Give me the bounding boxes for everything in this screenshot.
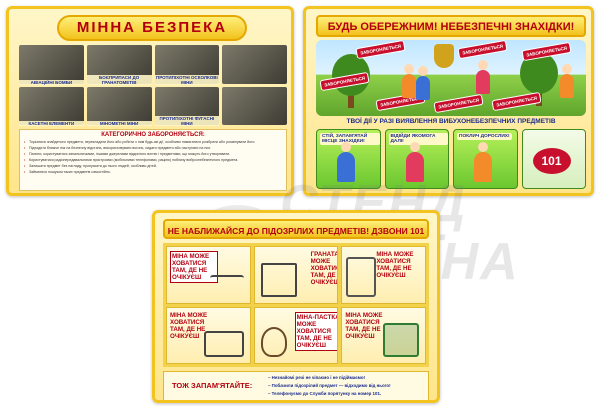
photo-aviation-bombs: АВІАЦІЙНІ БОМБИ <box>19 45 84 85</box>
danger-cell: МІНА МОЖЕ ХОВАТИСЯ ТАМ, ДЕ НЕ ОЧІКУЄШ <box>166 246 251 304</box>
prohibited-item: Займатися пошуком таких предметів самост… <box>24 169 282 175</box>
remember-box: ТОЖ ЗАПАМ'ЯТАЙТЕ: – Незнайомі речі не чі… <box>163 371 429 400</box>
photo-ordnance <box>222 86 287 125</box>
action-card-label: ПОКЛИЧ ДОРОСЛИХ! <box>457 133 512 140</box>
remember-item: – Незнайомі речі не чіпаємо і не підійма… <box>268 375 365 380</box>
emergency-service-emblem <box>434 44 454 68</box>
mine-safety-board: МІННА БЕЗПЕКА АВІАЦІЙНІ БОМБИ БОЄПРИПАСИ… <box>6 6 294 196</box>
action-card-label: ВІДІЙДИ ЯКОМОГА ДАЛІ! <box>388 133 448 145</box>
prohibited-heading: КАТЕГОРИЧНО ЗАБОРОНЯЄТЬСЯ: <box>101 132 205 138</box>
danger-cell-text: МІНА МОЖЕ ХОВАТИСЯ ТАМ, ДЕ НЕ ОЧІКУЄШ <box>345 311 383 340</box>
bench-illustration <box>203 331 244 357</box>
photo-ordnance <box>222 45 287 84</box>
action-card-phone: 101 <box>521 129 586 189</box>
actions-subheading: ТВОЇ ДІЇ У РАЗІ ВИЯВЛЕННЯ ВИБУХОНЕБЕЗПЕЧ… <box>346 118 556 125</box>
photo-caption: ПРОТИПІХОТНІ ФУГАСНІ МІНИ <box>154 116 220 126</box>
tree-trunk <box>348 92 354 108</box>
child-figure <box>416 66 430 100</box>
danger-cell-text: МІНА МОЖЕ ХОВАТИСЯ ТАМ, ДЕ НЕ ОЧІКУЄШ <box>170 311 208 340</box>
dangerous-finds-board: БУДЬ ОБЕРЕЖНИМ! НЕБЕЗПЕЧНІ ЗНАХІДКИ! ЗАБ… <box>303 6 594 196</box>
action-cards: СТІЙ, ЗАПАМ'ЯТАЙ МІСЦЕ ЗНАХІДКИ! ВІДІЙДИ… <box>316 129 586 189</box>
danger-cell-text: МІНА МОЖЕ ХОВАТИСЯ ТАМ, ДЕ НЕ ОЧІКУЄШ <box>376 251 414 279</box>
emergency-number: 101 <box>532 148 571 174</box>
photo-grenade-launcher-ammo: БОЄПРИПАСИ ДО ГРАНАТОМЕТІВ <box>86 45 152 85</box>
danger-cell-text: ГРАНАТА МОЖЕ ХОВАТИСЯ ТАМ, ДЕ НЕ ОЧІКУЄШ <box>310 251 339 286</box>
prohibited-item: Підходити ближче ніж на безпечну відстан… <box>24 145 282 151</box>
teddy-bear-illustration <box>260 327 287 357</box>
child-figure <box>474 142 492 182</box>
prohibited-item: Торкатися знайденого предмета, переклада… <box>24 139 282 145</box>
action-card-label: СТІЙ, ЗАПАМ'ЯТАЙ МІСЦЕ ЗНАХІДКИ! <box>320 133 380 145</box>
bag-illustration <box>382 323 419 357</box>
danger-cell: МІНА-ПАСТКА МОЖЕ ХОВАТИСЯ ТАМ, ДЕ НЕ ОЧІ… <box>253 306 339 364</box>
prohibited-actions-box: КАТЕГОРИЧНО ЗАБОРОНЯЄТЬСЯ: Торкатися зна… <box>19 129 287 191</box>
prohibited-sign: ЗАБОРОНЯЄТЬСЯ <box>491 91 542 112</box>
suspicious-objects-board: НЕ НАБЛИЖАЙСЯ ДО ПІДОЗРІЛИХ ПРЕДМЕТІВ! Д… <box>152 210 440 403</box>
suspicious-objects-title-bar: НЕ НАБЛИЖАЙСЯ ДО ПІДОЗРІЛИХ ПРЕДМЕТІВ! Д… <box>163 219 429 239</box>
prohibited-list: Торкатися знайденого предмета, переклада… <box>24 139 282 175</box>
child-figure <box>560 64 574 98</box>
photo-caption: МІНОМЕТНІ МІНИ <box>86 121 152 126</box>
mine-safety-title-bar: МІННА БЕЗПЕКА <box>57 15 247 41</box>
danger-cell-text: МІНА-ПАСТКА МОЖЕ ХОВАТИСЯ ТАМ, ДЕ НЕ ОЧІ… <box>294 311 338 351</box>
child-figure <box>476 60 490 94</box>
photo-blast-mines: ПРОТИПІХОТНІ ФУГАСНІ МІНИ <box>154 86 220 126</box>
hidden-danger-grid: МІНА МОЖЕ ХОВАТИСЯ ТАМ, ДЕ НЕ ОЧІКУЄШ ГР… <box>163 243 429 367</box>
tools-illustration <box>346 256 377 297</box>
remember-item: – Побачили підозрілий предмет — відходим… <box>268 383 391 388</box>
remember-list: – Незнайомі речі не чіпаємо і не підійма… <box>268 374 428 398</box>
photo-mortar-mines: МІНОМЕТНІ МІНИ <box>86 86 152 126</box>
danger-cell: ГРАНАТА МОЖЕ ХОВАТИСЯ ТАМ, ДЕ НЕ ОЧІКУЄШ <box>253 246 339 304</box>
photo-caption: БОЄПРИПАСИ ДО ГРАНАТОМЕТІВ <box>86 74 152 85</box>
door-illustration <box>260 262 297 297</box>
dangerous-finds-title: БУДЬ ОБЕРЕЖНИМ! НЕБЕЗПЕЧНІ ЗНАХІДКИ! <box>327 21 575 33</box>
photo-caption: АВІАЦІЙНІ БОМБИ <box>19 79 84 85</box>
danger-cell: МІНА МОЖЕ ХОВАТИСЯ ТАМ, ДЕ НЕ ОЧІКУЄШ <box>341 246 426 304</box>
dangerous-finds-title-bar: БУДЬ ОБЕРЕЖНИМ! НЕБЕЗПЕЧНІ ЗНАХІДКИ! <box>316 15 586 37</box>
prohibited-sign: ЗАБОРОНЯЄТЬСЯ <box>355 40 406 60</box>
ordnance-photo-grid: АВІАЦІЙНІ БОМБИ БОЄПРИПАСИ ДО ГРАНАТОМЕТ… <box>19 45 287 126</box>
trap-illustration <box>209 274 244 297</box>
photo-caption: ПРОТИПІХОТНІ ОСКОЛКОВІ МІНИ <box>154 74 220 85</box>
photo-caption: КАСЕТНІ ЕЛЕМЕНТИ <box>19 121 84 126</box>
mine-safety-title: МІННА БЕЗПЕКА <box>76 19 228 36</box>
danger-cell: МІНА МОЖЕ ХОВАТИСЯ ТАМ, ДЕ НЕ ОЧІКУЄШ <box>341 306 426 364</box>
prohibited-sign: ЗАБОРОНЯЄТЬСЯ <box>457 40 508 60</box>
child-figure <box>405 142 424 182</box>
photo-cluster-elements: КАСЕТНІ ЕЛЕМЕНТИ <box>19 86 84 126</box>
suspicious-objects-title: НЕ НАБЛИЖАЙСЯ ДО ПІДОЗРІЛИХ ПРЕДМЕТІВ! Д… <box>167 226 425 236</box>
photo-fragmentation-mines: ПРОТИПІХОТНІ ОСКОЛКОВІ МІНИ <box>154 45 220 85</box>
cartoon-scene: ЗАБОРОНЯЄТЬСЯ ЗАБОРОНЯЄТЬСЯ ЗАБОРОНЯЄТЬС… <box>316 40 586 116</box>
prohibited-item: Користуватися радіопередавальними пристр… <box>24 157 282 163</box>
child-figure <box>337 142 355 182</box>
action-card-call-adults: ПОКЛИЧ ДОРОСЛИХ! <box>453 129 518 189</box>
prohibited-item: Палити, користуватися запальничками, інш… <box>24 151 282 157</box>
remember-title: ТОЖ ЗАПАМ'ЯТАЙТЕ: <box>172 381 253 390</box>
remember-item: – Телефонуємо до Служби порятунку на ном… <box>268 391 382 396</box>
action-card-stop: СТІЙ, ЗАПАМ'ЯТАЙ МІСЦЕ ЗНАХІДКИ! <box>316 129 381 189</box>
prohibited-item: Залишати предмет без нагляду, пропускати… <box>24 163 282 169</box>
prohibited-sign: ЗАБОРОНЯЄТЬСЯ <box>433 93 484 114</box>
child-figure <box>402 64 416 98</box>
danger-cell: МІНА МОЖЕ ХОВАТИСЯ ТАМ, ДЕ НЕ ОЧІКУЄШ <box>166 306 251 364</box>
action-card-move-away: ВІДІЙДИ ЯКОМОГА ДАЛІ! <box>384 129 449 189</box>
danger-cell-text: МІНА МОЖЕ ХОВАТИСЯ ТАМ, ДЕ НЕ ОЧІКУЄШ <box>170 251 218 283</box>
